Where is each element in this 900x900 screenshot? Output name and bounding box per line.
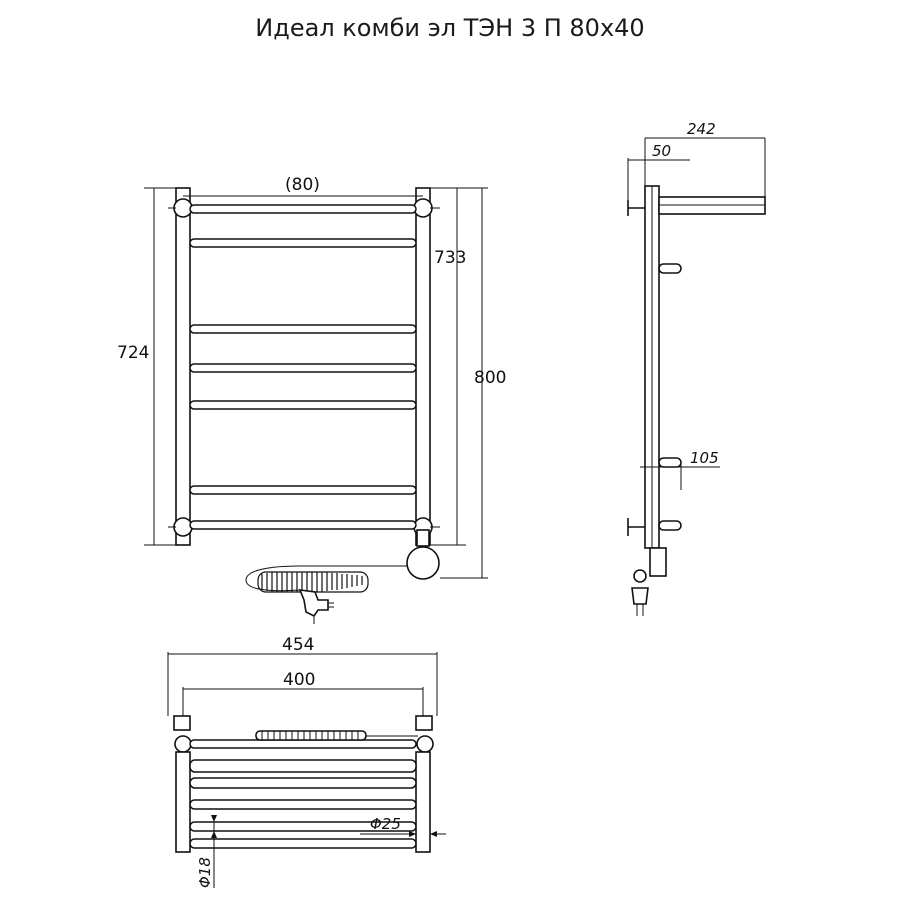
right-collector	[415, 187, 431, 546]
heater-control-knob	[406, 546, 440, 580]
rail-height-label: 724	[117, 343, 149, 363]
rung	[189, 363, 417, 373]
side-plug	[631, 587, 649, 605]
top-left-mount	[173, 198, 193, 218]
top-rung	[189, 821, 417, 832]
collector-diameter-label: Φ25	[370, 815, 401, 833]
side-heater-box	[649, 547, 667, 577]
rung	[189, 204, 417, 214]
side-view: 242 50 105	[627, 120, 766, 616]
bracket	[173, 715, 191, 731]
top-cable-coil	[255, 730, 367, 741]
total-height-label: 800	[474, 368, 506, 388]
rung	[189, 238, 417, 248]
rung-diameter-label: Φ18	[196, 857, 214, 888]
page-title: Идеал комби эл ТЭН 3 П 80х40	[255, 14, 645, 42]
overall-width-label: 454	[282, 635, 314, 655]
top-rung	[189, 739, 417, 749]
top-mount-knob	[174, 735, 192, 753]
rung-stub	[658, 520, 682, 531]
side-cable-loop	[633, 569, 647, 583]
top-rung	[189, 838, 417, 849]
front-width-label: (80)	[285, 175, 320, 195]
heater-connector	[416, 529, 430, 547]
collector-height-label: 733	[434, 248, 466, 268]
depth-label: 242	[687, 120, 716, 138]
rung-stub	[658, 263, 682, 274]
top-right-mount	[413, 198, 433, 218]
top-view: 454 400 Φ25	[167, 635, 446, 888]
rung	[189, 485, 417, 495]
rung	[189, 520, 417, 530]
rung	[189, 400, 417, 410]
top-right-collector	[415, 751, 431, 853]
offset-label: 50	[652, 142, 671, 160]
shelf-gap-label: 105	[690, 449, 719, 467]
coiled-cable	[257, 571, 369, 593]
cable-loop	[245, 565, 301, 592]
power-plug	[298, 589, 329, 618]
rung	[189, 324, 417, 334]
top-shelf-rung	[189, 777, 417, 789]
top-shelf-rung	[189, 759, 417, 773]
top-coil-hatching	[261, 731, 359, 740]
top-left-collector	[175, 751, 191, 853]
bottom-left-mount	[173, 517, 193, 537]
axis-width-label: 400	[283, 670, 315, 690]
top-mount-knob	[416, 735, 434, 753]
rung-stub	[658, 457, 682, 468]
top-rung	[189, 799, 417, 810]
left-collector	[175, 187, 191, 546]
front-view: (80) 724 733 800	[117, 175, 506, 624]
bracket	[415, 715, 433, 731]
